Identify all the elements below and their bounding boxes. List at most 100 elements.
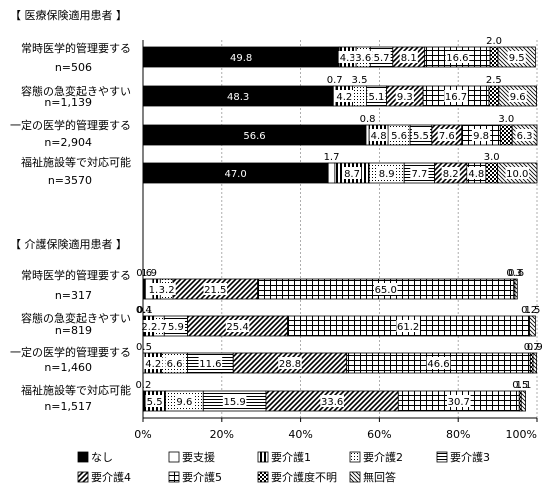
row-label: 福祉施設等で対応可能: [21, 383, 131, 397]
value-label: 5.5: [147, 397, 163, 408]
group-title: 【 医療保険適用患者 】: [10, 8, 127, 22]
legend-label: 要介護1: [271, 450, 311, 464]
x-tick-label: 100%: [506, 428, 537, 441]
value-label-bg: [166, 320, 185, 332]
above-label: 3.5: [352, 75, 368, 86]
row-label: 常時医学的管理要する: [21, 268, 131, 282]
legend-swatch: [349, 471, 361, 483]
above-label: 0.6: [508, 268, 524, 279]
above-label: 0.5: [512, 380, 528, 391]
group-title: 【 介護保険適用患者 】: [10, 237, 127, 251]
above-label: 1.1: [515, 380, 531, 391]
legend-swatch: [168, 451, 180, 463]
x-tick-label: 60%: [367, 428, 391, 441]
value-label: 46.6: [427, 359, 449, 370]
row-label: 福祉施設等で対応可能: [21, 155, 131, 169]
legend-swatch: [257, 451, 269, 463]
value-label: 2.2: [141, 322, 157, 333]
value-label-bg: [390, 129, 409, 141]
bar-segment: [488, 85, 500, 107]
value-label: 33.6: [321, 397, 343, 408]
above-label: 0.8: [360, 114, 376, 125]
bar-segment: [489, 46, 499, 68]
above-label: 0.6: [136, 268, 152, 279]
value-label: 47.0: [224, 169, 246, 180]
legend-swatch: [349, 451, 361, 463]
row-n: n=1,139: [44, 96, 92, 109]
value-label: 9.6: [176, 397, 192, 408]
value-label-bg: [446, 395, 471, 407]
x-tick-label: 0%: [134, 428, 151, 441]
value-label: 16.6: [446, 53, 468, 64]
value-label: 4.2: [145, 359, 161, 370]
value-label: 4.2: [336, 92, 352, 103]
group-titles: 【 医療保険適用患者 】【 介護保険適用患者 】: [10, 8, 127, 251]
row-label: 容態の急変起きやすい: [21, 311, 131, 325]
value-label-bg: [203, 283, 228, 295]
value-label-bg: [157, 283, 176, 295]
value-label-bg: [395, 90, 414, 102]
above-label: 2.5: [486, 75, 502, 86]
legend-swatch: [168, 471, 180, 483]
value-label-bg: [338, 51, 357, 63]
value-label-bg: [165, 357, 184, 369]
above-label: 0.5: [136, 342, 152, 353]
above-label: 0.2: [521, 305, 537, 316]
value-label-bg: [342, 167, 362, 179]
value-label: 8.1: [401, 53, 417, 64]
value-label: 48.3: [227, 92, 249, 103]
above-label: 3.0: [484, 152, 500, 163]
value-label: 56.6: [243, 131, 265, 142]
row-label: 容態の急変起きやすい: [21, 84, 131, 98]
bar-segment: [532, 352, 538, 374]
legend-swatch: [77, 471, 89, 483]
x-tick-label: 40%: [288, 428, 312, 441]
row-label: 常時医学的管理要する: [21, 41, 131, 55]
bar-segment: [365, 124, 370, 146]
value-label-bg: [369, 129, 388, 141]
row-n: n=3570: [48, 174, 92, 187]
value-label: 9.3: [397, 92, 413, 103]
above-label: 0.7: [524, 342, 540, 353]
value-label: 65.0: [375, 285, 397, 296]
value-label-bg: [411, 129, 431, 141]
legend-swatch: [257, 471, 269, 483]
value-label-bg: [225, 320, 250, 332]
value-label: 21.5: [204, 285, 226, 296]
above-label: 0.7: [327, 75, 343, 86]
value-label-bg: [373, 283, 398, 295]
above-label: 0.1: [137, 305, 153, 316]
value-label-bg: [144, 357, 163, 369]
value-label-bg: [399, 51, 418, 63]
value-label-bg: [372, 51, 391, 63]
legend-label: 要介護3: [450, 450, 490, 464]
legend-label: 要介護度不明: [271, 470, 337, 484]
value-label: 8.2: [443, 169, 459, 180]
value-label-bg: [471, 129, 491, 141]
value-label: 49.8: [230, 53, 252, 64]
row-label: 一定の医学的管理要する: [10, 118, 131, 132]
value-label: 5.9: [168, 322, 184, 333]
above-label: 0.3: [506, 268, 522, 279]
value-label: 25.4: [226, 322, 248, 333]
row-n: n=819: [55, 324, 92, 337]
value-label: 7.6: [439, 131, 455, 142]
value-label: 28.8: [279, 359, 301, 370]
value-label: 4.8: [371, 131, 387, 142]
value-label: 9.8: [473, 131, 489, 142]
value-label: 7.7: [411, 169, 427, 180]
above-label: 1.7: [324, 152, 340, 163]
legend-label: 要介護5: [182, 470, 222, 484]
value-label: 1.9: [149, 285, 165, 296]
value-label-bg: [441, 167, 460, 179]
above-label: 1.5: [525, 305, 541, 316]
value-label-bg: [437, 129, 456, 141]
value-label: 3.2: [159, 285, 175, 296]
value-label: 5.7: [374, 53, 390, 64]
value-label: 30.7: [448, 397, 470, 408]
value-label: 3.6: [355, 53, 371, 64]
value-label-bg: [278, 357, 302, 369]
value-label-bg: [335, 90, 354, 102]
row-labels: 常時医学的管理要するn=506容態の急変起きやすいn=1,139一定の医学的管理…: [10, 41, 131, 413]
